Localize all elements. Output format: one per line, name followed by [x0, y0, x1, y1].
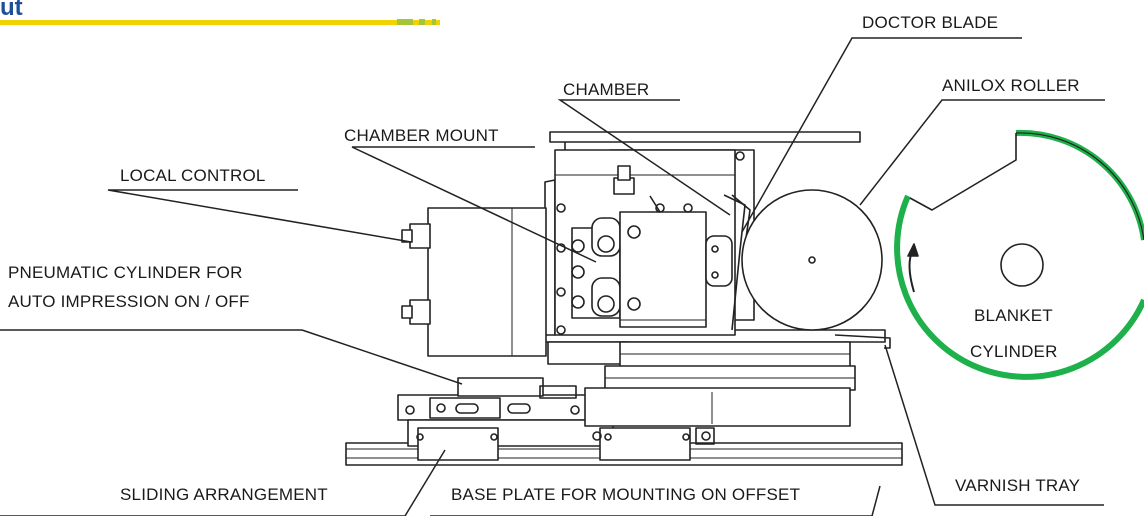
label-doctor-blade: DOCTOR BLADE	[862, 13, 999, 32]
label-varnish-tray: VARNISH TRAY	[955, 476, 1081, 495]
label-local-control: LOCAL CONTROL	[120, 166, 266, 185]
leader-lines	[0, 37, 1105, 516]
header-accent	[397, 19, 413, 25]
varnish-tray	[834, 334, 891, 349]
label-pneumatic-line2: AUTO IMPRESSION ON / OFF	[8, 292, 250, 311]
header-title: ut	[0, 0, 23, 21]
local-control-motor	[401, 207, 547, 357]
chamber-body	[619, 195, 733, 328]
label-sliding-arrangement: SLIDING ARRANGEMENT	[120, 485, 328, 504]
blanket-cylinder	[894, 129, 1144, 380]
header-underline	[0, 20, 440, 25]
header-accent	[419, 19, 425, 25]
anilox-roller	[741, 189, 883, 331]
chamber-mount	[571, 165, 635, 319]
label-pneumatic-line1: PNEUMATIC CYLINDER FOR	[8, 263, 243, 282]
label-blanket-line1: BLANKET	[974, 306, 1053, 325]
lower-platform	[544, 329, 886, 427]
header-accent	[432, 19, 436, 25]
label-chamber-mount: CHAMBER MOUNT	[344, 126, 499, 145]
label-blanket-line2: CYLINDER	[970, 342, 1058, 361]
label-anilox-roller: ANILOX ROLLER	[942, 76, 1080, 95]
label-base-plate: BASE PLATE FOR MOUNTING ON OFFSET	[451, 485, 801, 504]
label-chamber: CHAMBER	[563, 80, 650, 99]
